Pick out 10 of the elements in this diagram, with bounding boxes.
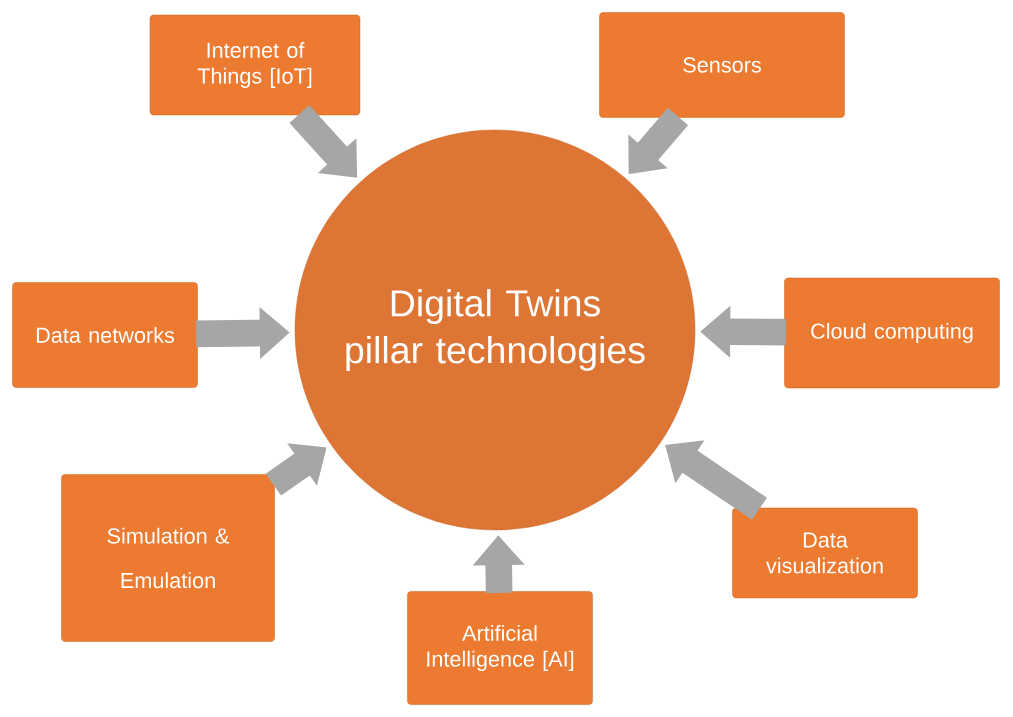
block-arrow (628, 107, 689, 174)
process-box: Internet of Things [IoT] (149, 14, 361, 116)
process-box: Data visualization (732, 507, 918, 599)
block-arrow (289, 105, 358, 178)
process-box: Sensors (599, 12, 845, 118)
circle-node: Digital Twins pillar technologies (294, 129, 696, 531)
process-box: Data networks (12, 282, 198, 388)
process-box: Cloud computing (784, 277, 1000, 389)
process-box: Artificial Intelligence [AI] (407, 591, 593, 705)
process-box: Simulation & Emulation (61, 474, 275, 642)
